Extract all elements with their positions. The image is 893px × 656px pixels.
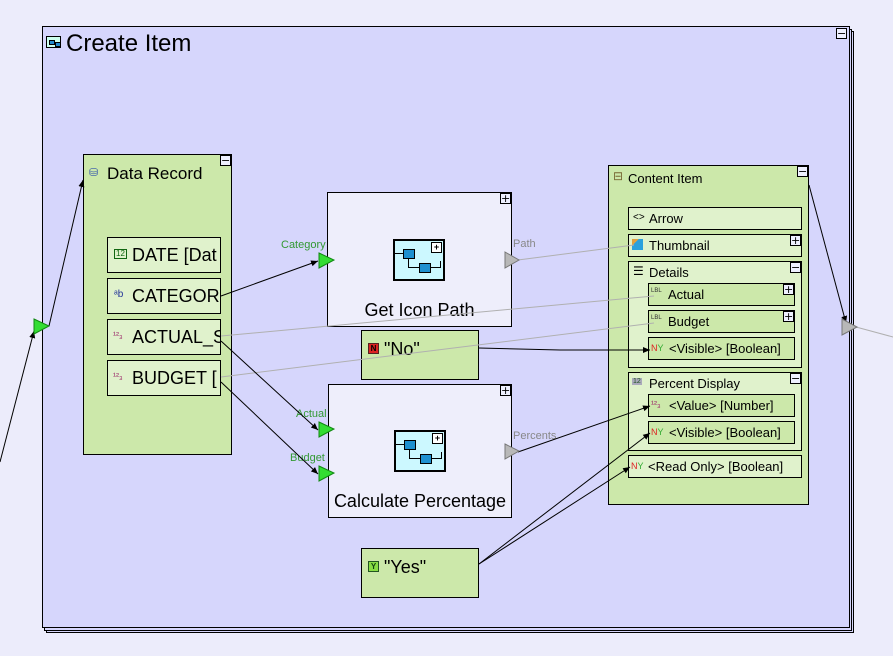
wire-yes-readonly xyxy=(478,466,631,565)
percent-row-value[interactable]: ¹²₃ <Value> [Number] xyxy=(648,394,795,417)
get-icon-path-node[interactable]: + + Get Icon Path xyxy=(327,192,512,327)
subprocess-icon: + xyxy=(394,430,446,472)
field-date-label: DATE [Dat xyxy=(132,245,217,265)
frame-collapse-button[interactable]: − xyxy=(836,27,847,40)
wire-budget xyxy=(220,381,319,475)
text-type-icon: ᵃb xyxy=(114,289,124,300)
field-date[interactable]: 12 DATE [Dat xyxy=(107,237,221,273)
details-actual-label: Actual xyxy=(668,287,705,302)
data-record-collapse-button[interactable]: − xyxy=(220,154,231,167)
number-type-icon: ¹²₃ xyxy=(113,371,123,381)
port-label-path: Path xyxy=(513,238,536,250)
wire-yes-visible xyxy=(478,432,651,565)
field-budget[interactable]: ¹²₃ BUDGET [ xyxy=(107,360,221,396)
wire-in-datarecord xyxy=(0,330,36,463)
calculate-percentage-expand-button[interactable]: + xyxy=(500,384,511,397)
constant-no-node[interactable]: N "No" xyxy=(361,330,479,380)
details-visible-label: <Visible> [Boolean] xyxy=(669,341,781,356)
number-display-icon: 12 xyxy=(632,378,642,385)
calculate-percentage-node[interactable]: + + Calculate Percentage xyxy=(328,384,512,518)
input-port-create-item[interactable] xyxy=(33,318,51,335)
field-actual-label: ACTUAL_S xyxy=(132,327,221,347)
output-port-path[interactable] xyxy=(504,251,521,269)
frame-title: Create Item xyxy=(66,30,192,57)
database-record-icon: ⛁ xyxy=(89,167,99,179)
boolean-icon: NY xyxy=(651,343,664,353)
input-port-category[interactable] xyxy=(318,252,336,269)
wire-percents-value xyxy=(517,405,651,453)
details-collapse-button[interactable]: − xyxy=(790,261,801,274)
percent-value-label: <Value> [Number] xyxy=(669,398,774,413)
date-icon: 12 xyxy=(114,249,127,259)
thumbnail-expand-button[interactable]: + xyxy=(790,234,801,247)
field-budget-label: BUDGET [ xyxy=(132,368,217,388)
port-label-percents: Percents xyxy=(513,430,557,442)
details-budget-label: Budget xyxy=(668,314,710,329)
wire-port-datarecord xyxy=(48,179,85,327)
image-icon xyxy=(632,239,643,250)
constant-yes-label: "Yes" xyxy=(384,557,427,577)
constant-no-label: "No" xyxy=(384,339,420,359)
content-row-arrow[interactable]: <> Arrow xyxy=(628,207,802,230)
wire-budget-details xyxy=(220,322,655,378)
wire-actual-details xyxy=(220,295,655,337)
field-actual[interactable]: ¹²₃ ACTUAL_S xyxy=(107,319,221,355)
budget-expand-button[interactable]: + xyxy=(783,310,794,323)
port-label-category: Category xyxy=(281,239,326,251)
details-row-visible[interactable]: NY <Visible> [Boolean] xyxy=(648,337,795,360)
subprocess-icon: + xyxy=(393,239,445,281)
content-row-percent-display-label: Percent Display xyxy=(649,376,741,391)
details-row-actual[interactable]: LBL Actual + xyxy=(648,283,795,306)
actual-expand-button[interactable]: + xyxy=(783,283,794,296)
output-port-percents[interactable] xyxy=(504,443,521,460)
constant-yes-node[interactable]: Y "Yes" xyxy=(361,548,479,598)
port-label-budget: Budget xyxy=(290,452,325,464)
output-port-create-item[interactable] xyxy=(841,318,859,336)
field-category[interactable]: ᵃb CATEGOR xyxy=(107,278,221,314)
field-category-label: CATEGOR xyxy=(132,286,220,306)
content-row-thumbnail-label: Thumbnail xyxy=(649,238,710,253)
content-row-details-label: Details xyxy=(649,265,689,280)
false-badge-icon: N xyxy=(368,343,379,354)
list-icon: ☰ xyxy=(633,264,644,278)
calculate-percentage-title: Calculate Percentage xyxy=(333,491,507,511)
data-record-title: Data Record xyxy=(107,164,203,183)
input-port-budget[interactable] xyxy=(318,465,336,482)
form-icon xyxy=(46,36,61,48)
wire-out xyxy=(855,326,893,338)
number-type-icon: ¹²₃ xyxy=(651,399,661,409)
boolean-icon: NY xyxy=(651,427,664,437)
number-type-icon: ¹²₃ xyxy=(113,330,123,340)
true-badge-icon: Y xyxy=(368,561,379,572)
wire-content-out xyxy=(808,184,848,324)
content-row-read-only[interactable]: NY <Read Only> [Boolean] xyxy=(628,455,802,478)
get-icon-path-expand-button[interactable]: + xyxy=(500,192,511,205)
label-icon: LBL xyxy=(651,288,662,294)
read-only-label: <Read Only> [Boolean] xyxy=(648,459,784,474)
details-row-budget[interactable]: LBL Budget + xyxy=(648,310,795,333)
wire-category xyxy=(220,260,319,297)
content-row-arrow-label: Arrow xyxy=(649,211,683,226)
input-port-actual[interactable] xyxy=(318,421,336,438)
boolean-icon: NY xyxy=(631,461,644,471)
wire-no-visible xyxy=(478,347,650,353)
percent-display-collapse-button[interactable]: − xyxy=(790,372,801,385)
wire-actual xyxy=(220,340,319,431)
percent-visible-label: <Visible> [Boolean] xyxy=(669,425,781,440)
code-icon: <> xyxy=(633,212,645,223)
wire-path-thumbnail xyxy=(517,244,635,261)
content-item-collapse-button[interactable]: − xyxy=(797,165,808,178)
percent-row-visible[interactable]: NY <Visible> [Boolean] xyxy=(648,421,795,444)
content-item-title: Content Item xyxy=(628,171,703,186)
label-icon: LBL xyxy=(651,315,662,321)
list-icon: ⊟ xyxy=(613,169,624,183)
